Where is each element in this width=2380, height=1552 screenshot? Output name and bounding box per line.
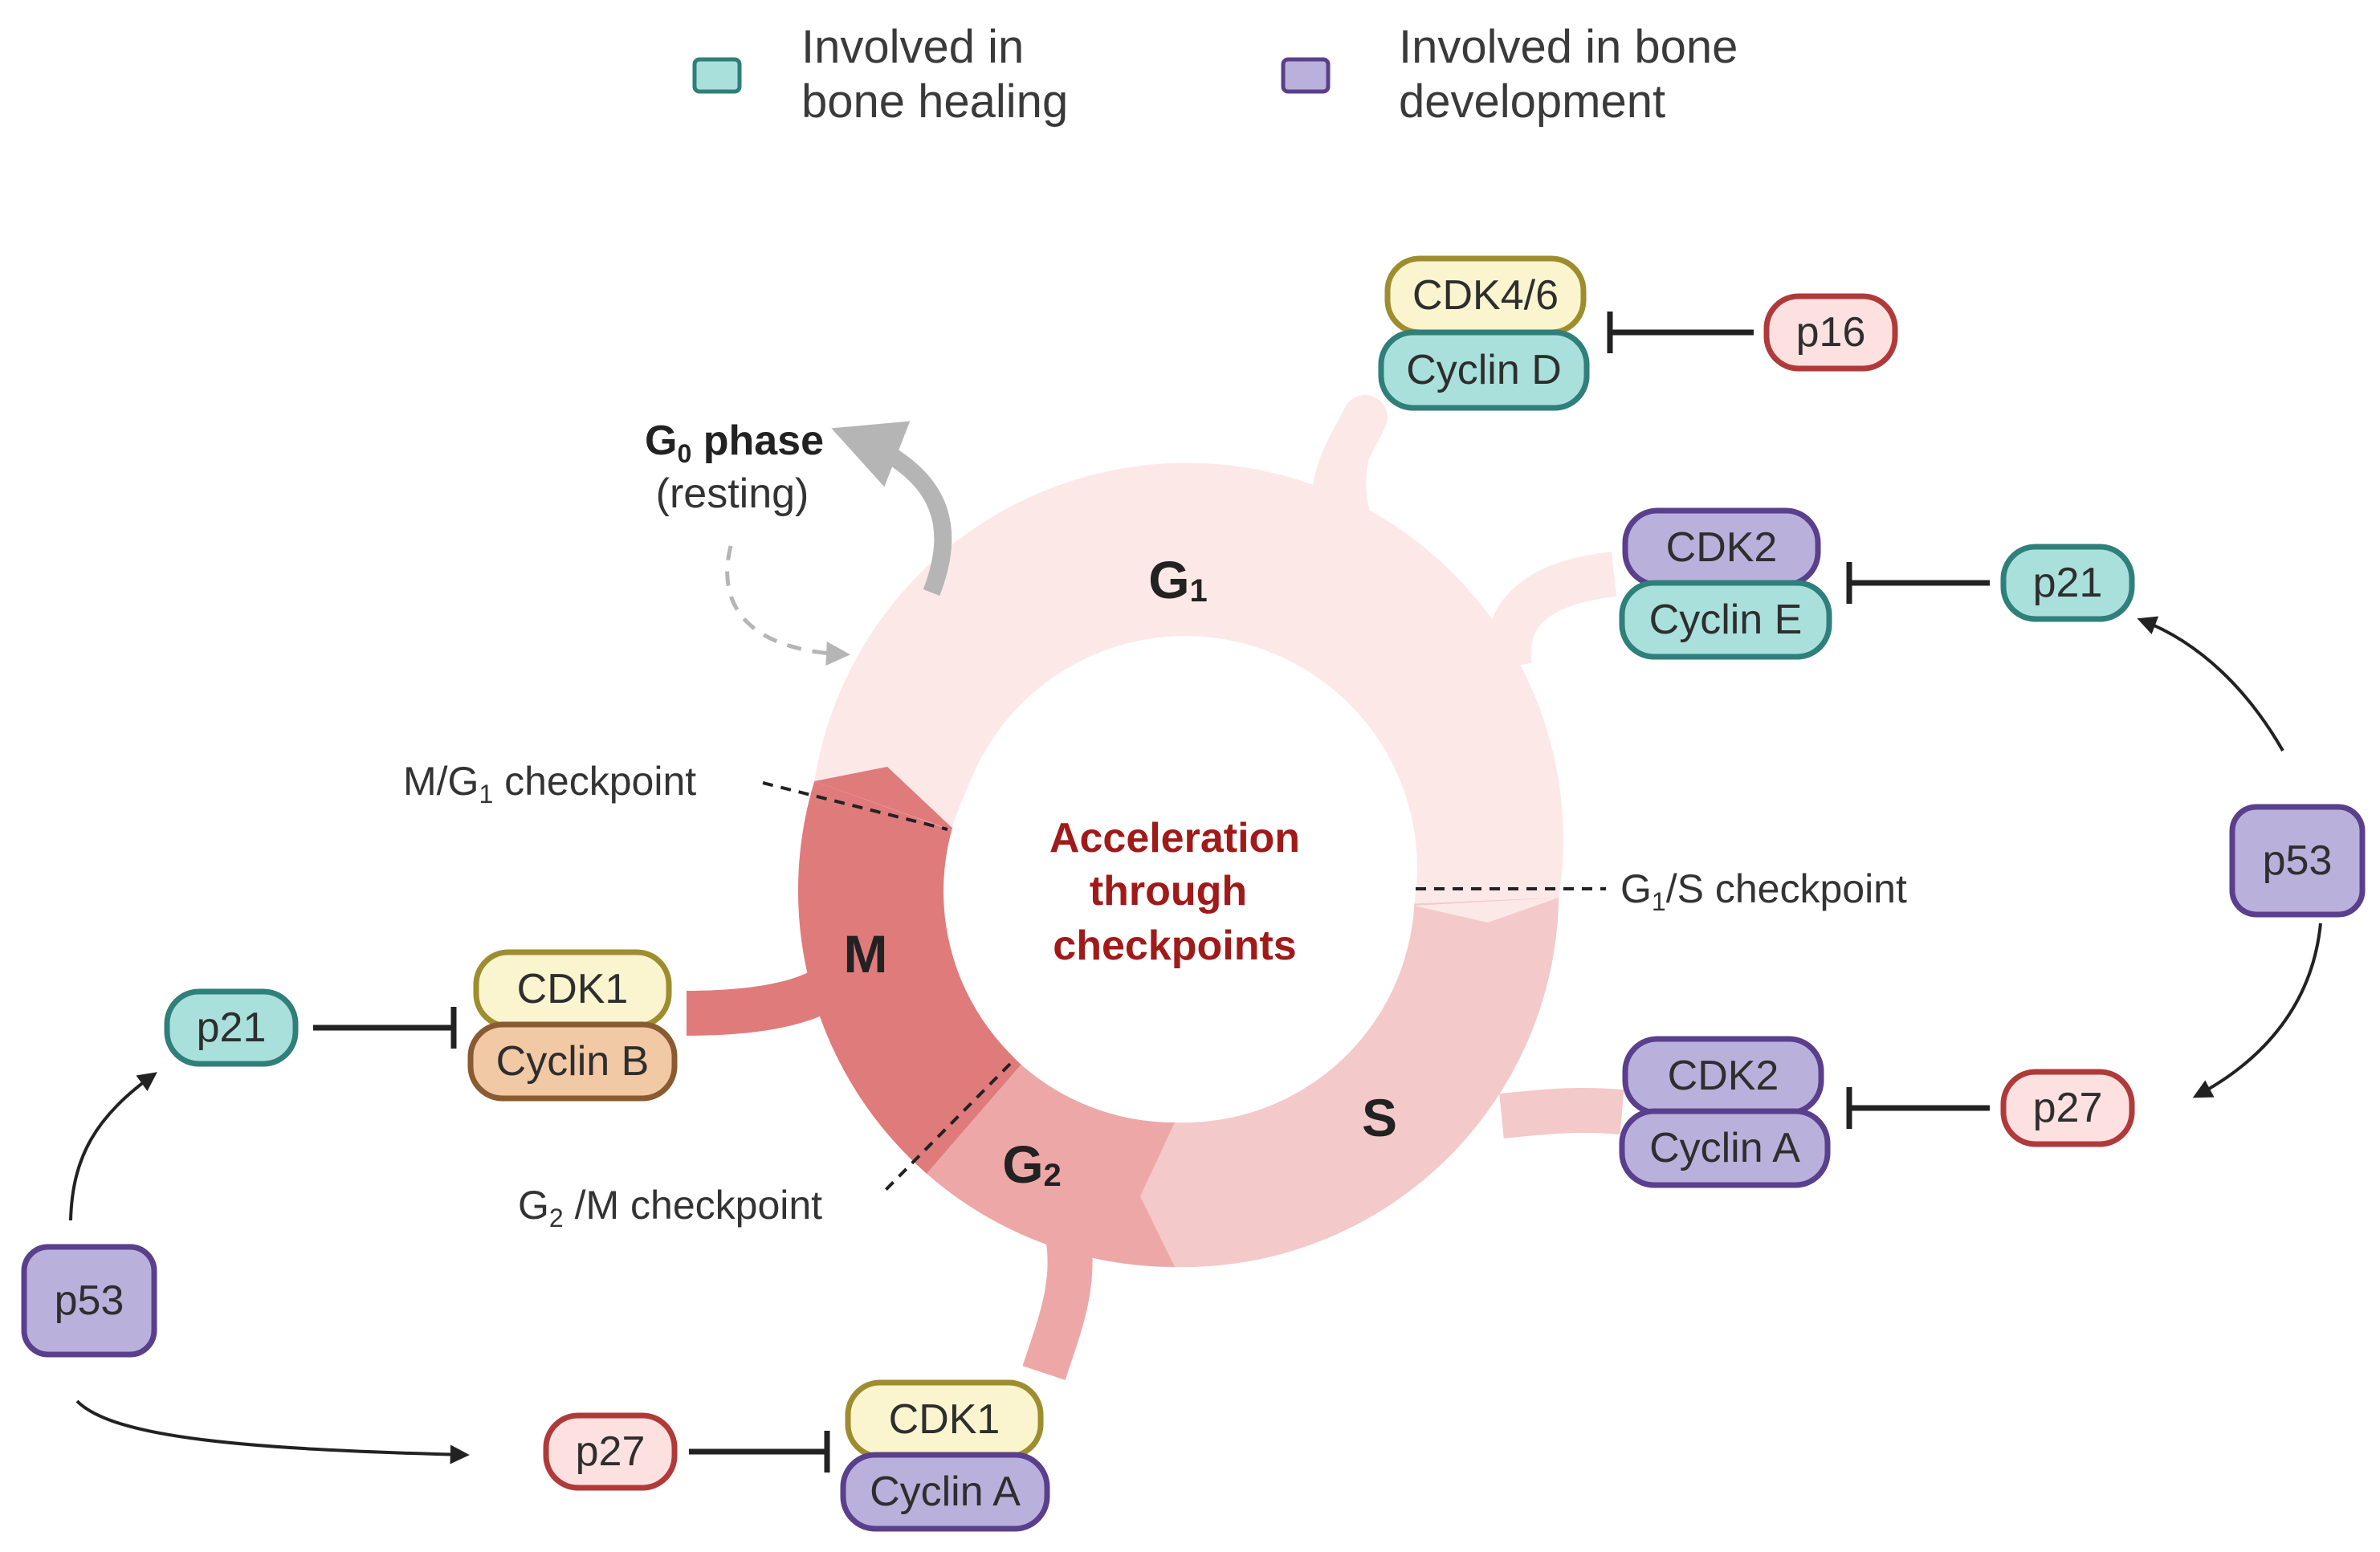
p53-to-p27-arrow [2192, 923, 2322, 1098]
legend-development-swatch [1281, 57, 1331, 94]
p21-left-label: p21 [197, 1004, 267, 1051]
ring-s-arrow-tip [1140, 1122, 1175, 1267]
checkpoint-mg1-label: M/G1 checkpoint [403, 759, 696, 809]
cyclin-a-bottom-pill [840, 1452, 1050, 1532]
g2m-leader [882, 1062, 1012, 1194]
connector-cyclin-a-bottom-band [1022, 1232, 1093, 1380]
cyclin-e-label: Cyclin E [1649, 597, 1803, 643]
ring-g1-segment [814, 462, 1563, 904]
mg1-leader [762, 781, 948, 831]
complex-cyclin-d: CDK4/6 Cyclin D p16 [1378, 255, 1898, 411]
cyclin-b-label: Cyclin B [496, 1038, 650, 1085]
cell-cycle-ring [797, 462, 1563, 1268]
legend-development-line2: development [1399, 75, 1665, 128]
p53-to-p21-arrow [2137, 616, 2284, 752]
cyclin-a-right-pill [1619, 1108, 1831, 1188]
p27-bottom-pill [543, 1412, 678, 1491]
complex-cyclin-b: CDK1 Cyclin B p21 [164, 949, 678, 1102]
connector-cyclin-e-band [1485, 552, 1617, 670]
p53-right-label: p53 [2263, 837, 2333, 884]
legend: Involved in bone healing Involved in bon… [692, 21, 1738, 128]
p53-right-pill [2229, 804, 2366, 918]
p53-to-p21-left-arrow [69, 1072, 157, 1221]
p21-left-pill [164, 988, 299, 1067]
cyclin-a-bottom-label: Cyclin A [870, 1468, 1021, 1515]
p27-right-label: p27 [2033, 1085, 2103, 1131]
phase-label-m: M [844, 924, 888, 984]
complex-cyclin-a-bottom: CDK1 Cyclin A p27 [543, 1379, 1050, 1532]
p27-right-pill [2000, 1069, 2135, 1147]
cdk1-a-label: CDK1 [889, 1396, 1000, 1443]
phase-label-s: S [1362, 1088, 1397, 1147]
ring-g1-arrow-notch [1414, 898, 1559, 923]
center-line1: Acceleration [1049, 815, 1300, 862]
ring-center [943, 660, 1406, 1122]
legend-healing-swatch [692, 57, 742, 94]
p27-bottom-label: p27 [576, 1428, 646, 1475]
connector-cyclin-b-band [686, 967, 839, 1036]
checkpoint-g1s-label: G1/S checkpoint [1620, 866, 1907, 916]
g0-title: G0 phase [645, 418, 824, 468]
p53-left-pill [21, 1244, 157, 1358]
p53-right: p53 [2137, 616, 2366, 1098]
p53-left-label: p53 [55, 1277, 124, 1324]
p53-to-p27-bottom-arrow [75, 1399, 470, 1464]
g0-subtitle: (resting) [656, 470, 809, 517]
center-line2: through [1090, 868, 1247, 914]
ring-m-arrow-tip [814, 767, 956, 832]
ring-g2-arrow-tip [927, 1065, 1022, 1174]
p16-pill [1763, 293, 1898, 372]
cyclin-d-pill [1378, 329, 1590, 411]
cyclin-b-pill [467, 1021, 678, 1102]
cdk46-label: CDK4/6 [1412, 272, 1559, 319]
phase-label-g1: G1 [1148, 550, 1208, 609]
legend-healing-line1: Involved in [801, 21, 1024, 73]
ring-m-segment [797, 781, 1021, 1174]
legend-development-line1: Involved in bone [1399, 21, 1738, 73]
checkpoint-g2m-label: G2 /M checkpoint [518, 1183, 822, 1232]
phase-label-g2: G2 [1002, 1134, 1062, 1194]
cyclin-a-right-label: Cyclin A [1649, 1125, 1800, 1171]
cyclin-d-label: Cyclin D [1406, 347, 1562, 393]
g0-return-arrow [725, 545, 850, 666]
complex-cyclin-e: CDK2 Cyclin E p21 [1619, 507, 2135, 660]
p53-left: p53 [21, 1072, 470, 1464]
cdk2-a-label: CDK2 [1668, 1053, 1779, 1099]
complex-cyclin-a-right: CDK2 Cyclin A p27 [1619, 1036, 2135, 1188]
cdk2-e-label: CDK2 [1666, 524, 1778, 571]
cyclin-e-pill [1619, 580, 1832, 660]
center-line3: checkpoints [1053, 923, 1296, 969]
checkpoints: M/G1 checkpoint G1/S checkpoint G2 /M ch… [403, 759, 1907, 1232]
ring-s-segment [1175, 897, 1559, 1268]
connector-cyclin-a-right-band [1499, 1087, 1624, 1139]
p16-label: p16 [1796, 309, 1866, 356]
p21-right-label: p21 [2033, 560, 2103, 606]
cdk1-b-label: CDK1 [517, 966, 629, 1012]
g0-exit-arrow [831, 421, 952, 596]
legend-healing-line2: bone healing [801, 75, 1068, 128]
p21-right-pill [2000, 544, 2135, 622]
g0-phase: G0 phase (resting) [645, 418, 952, 666]
